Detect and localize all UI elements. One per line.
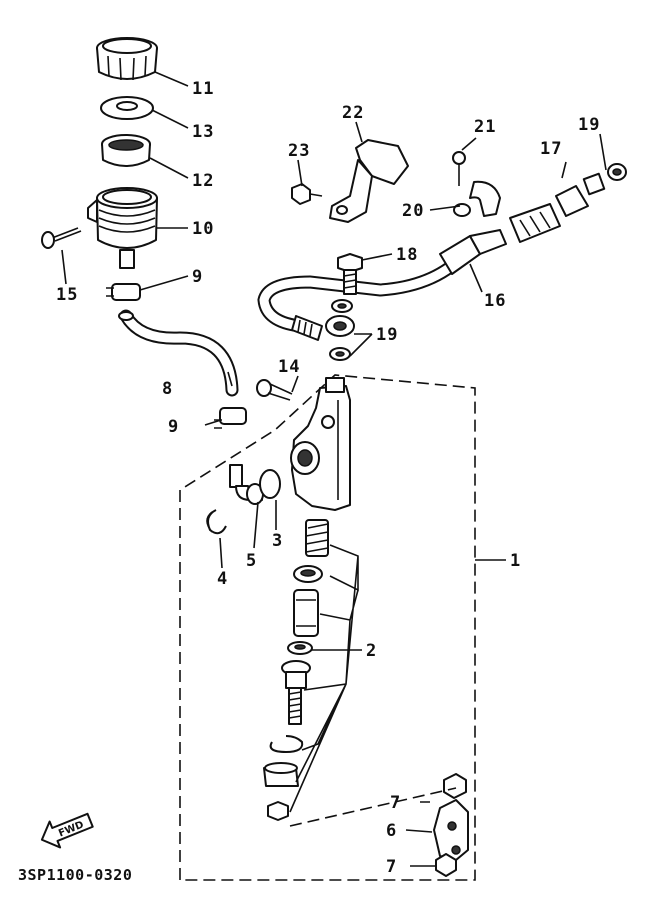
callout-13: 13 bbox=[192, 122, 214, 142]
callout-23: 23 bbox=[288, 141, 310, 161]
part-screw-21 bbox=[452, 151, 466, 186]
part-boot bbox=[263, 762, 299, 787]
leader-lines bbox=[61, 71, 607, 867]
part-union-fitting bbox=[509, 172, 606, 243]
part-spring bbox=[305, 519, 329, 557]
callout-8: 8 bbox=[162, 379, 173, 399]
callout-15: 15 bbox=[56, 285, 78, 305]
part-nut-kit bbox=[267, 801, 289, 821]
part-screw-15 bbox=[41, 227, 82, 249]
callout-9-upper: 9 bbox=[192, 267, 203, 287]
callout-19-right: 19 bbox=[578, 115, 600, 135]
callout-7-lower: 7 bbox=[386, 857, 397, 877]
callout-18: 18 bbox=[396, 245, 418, 265]
part-circlip-inner bbox=[269, 735, 304, 753]
callout-14: 14 bbox=[278, 357, 300, 377]
part-piston bbox=[293, 589, 319, 637]
callout-3: 3 bbox=[272, 531, 283, 551]
fwd-arrow-icon: FWD bbox=[40, 812, 94, 849]
part-washer-lower bbox=[329, 347, 351, 361]
part-bolt-14 bbox=[256, 379, 293, 401]
part-reservoir-tank bbox=[87, 187, 158, 269]
diagram-code: 3SP1100-0320 bbox=[18, 866, 132, 884]
callout-19-center: 19 bbox=[376, 325, 398, 345]
callout-7-upper: 7 bbox=[390, 793, 401, 813]
part-hose-clip-lower bbox=[214, 407, 247, 429]
callout-21: 21 bbox=[474, 117, 496, 137]
part-hose-joint bbox=[229, 464, 264, 505]
part-union-bolt bbox=[337, 253, 363, 295]
assembly-boundary bbox=[179, 374, 476, 881]
part-circlip-4 bbox=[206, 509, 227, 535]
part-bolt-23 bbox=[291, 183, 323, 205]
part-master-cylinder-body bbox=[290, 377, 351, 511]
part-holder bbox=[101, 134, 151, 167]
callout-5: 5 bbox=[246, 551, 257, 571]
callout-12: 12 bbox=[192, 171, 214, 191]
part-nut-7-upper bbox=[443, 773, 467, 799]
callout-6: 6 bbox=[386, 821, 397, 841]
clevis-centerline bbox=[289, 787, 457, 827]
callout-1: 1 bbox=[510, 551, 521, 571]
callout-22: 22 bbox=[342, 103, 364, 123]
part-washer-upper bbox=[331, 299, 353, 313]
part-seal-2 bbox=[287, 641, 313, 655]
callout-20: 20 bbox=[402, 201, 424, 221]
part-reservoir-cap bbox=[96, 37, 158, 81]
callout-9-lower: 9 bbox=[168, 417, 179, 437]
part-cup-seal bbox=[293, 565, 323, 583]
callout-11: 11 bbox=[192, 79, 214, 99]
part-washer-19-right bbox=[607, 163, 627, 181]
part-reservoir-hose bbox=[118, 309, 239, 397]
part-hose-guide bbox=[453, 180, 501, 217]
part-brake-hose bbox=[257, 229, 507, 341]
kit-bracket-lines bbox=[289, 544, 359, 813]
part-o-ring bbox=[259, 469, 281, 499]
part-push-rod bbox=[281, 660, 311, 725]
callout-4: 4 bbox=[217, 569, 228, 589]
part-diaphragm bbox=[100, 96, 154, 120]
callout-17: 17 bbox=[540, 139, 562, 159]
callout-2: 2 bbox=[366, 641, 377, 661]
part-nut-7-lower bbox=[435, 853, 457, 877]
part-bracket bbox=[329, 139, 409, 223]
callout-10: 10 bbox=[192, 219, 214, 239]
callout-16: 16 bbox=[484, 291, 506, 311]
part-hose-clip-upper bbox=[106, 283, 141, 301]
part-clevis bbox=[433, 799, 469, 861]
